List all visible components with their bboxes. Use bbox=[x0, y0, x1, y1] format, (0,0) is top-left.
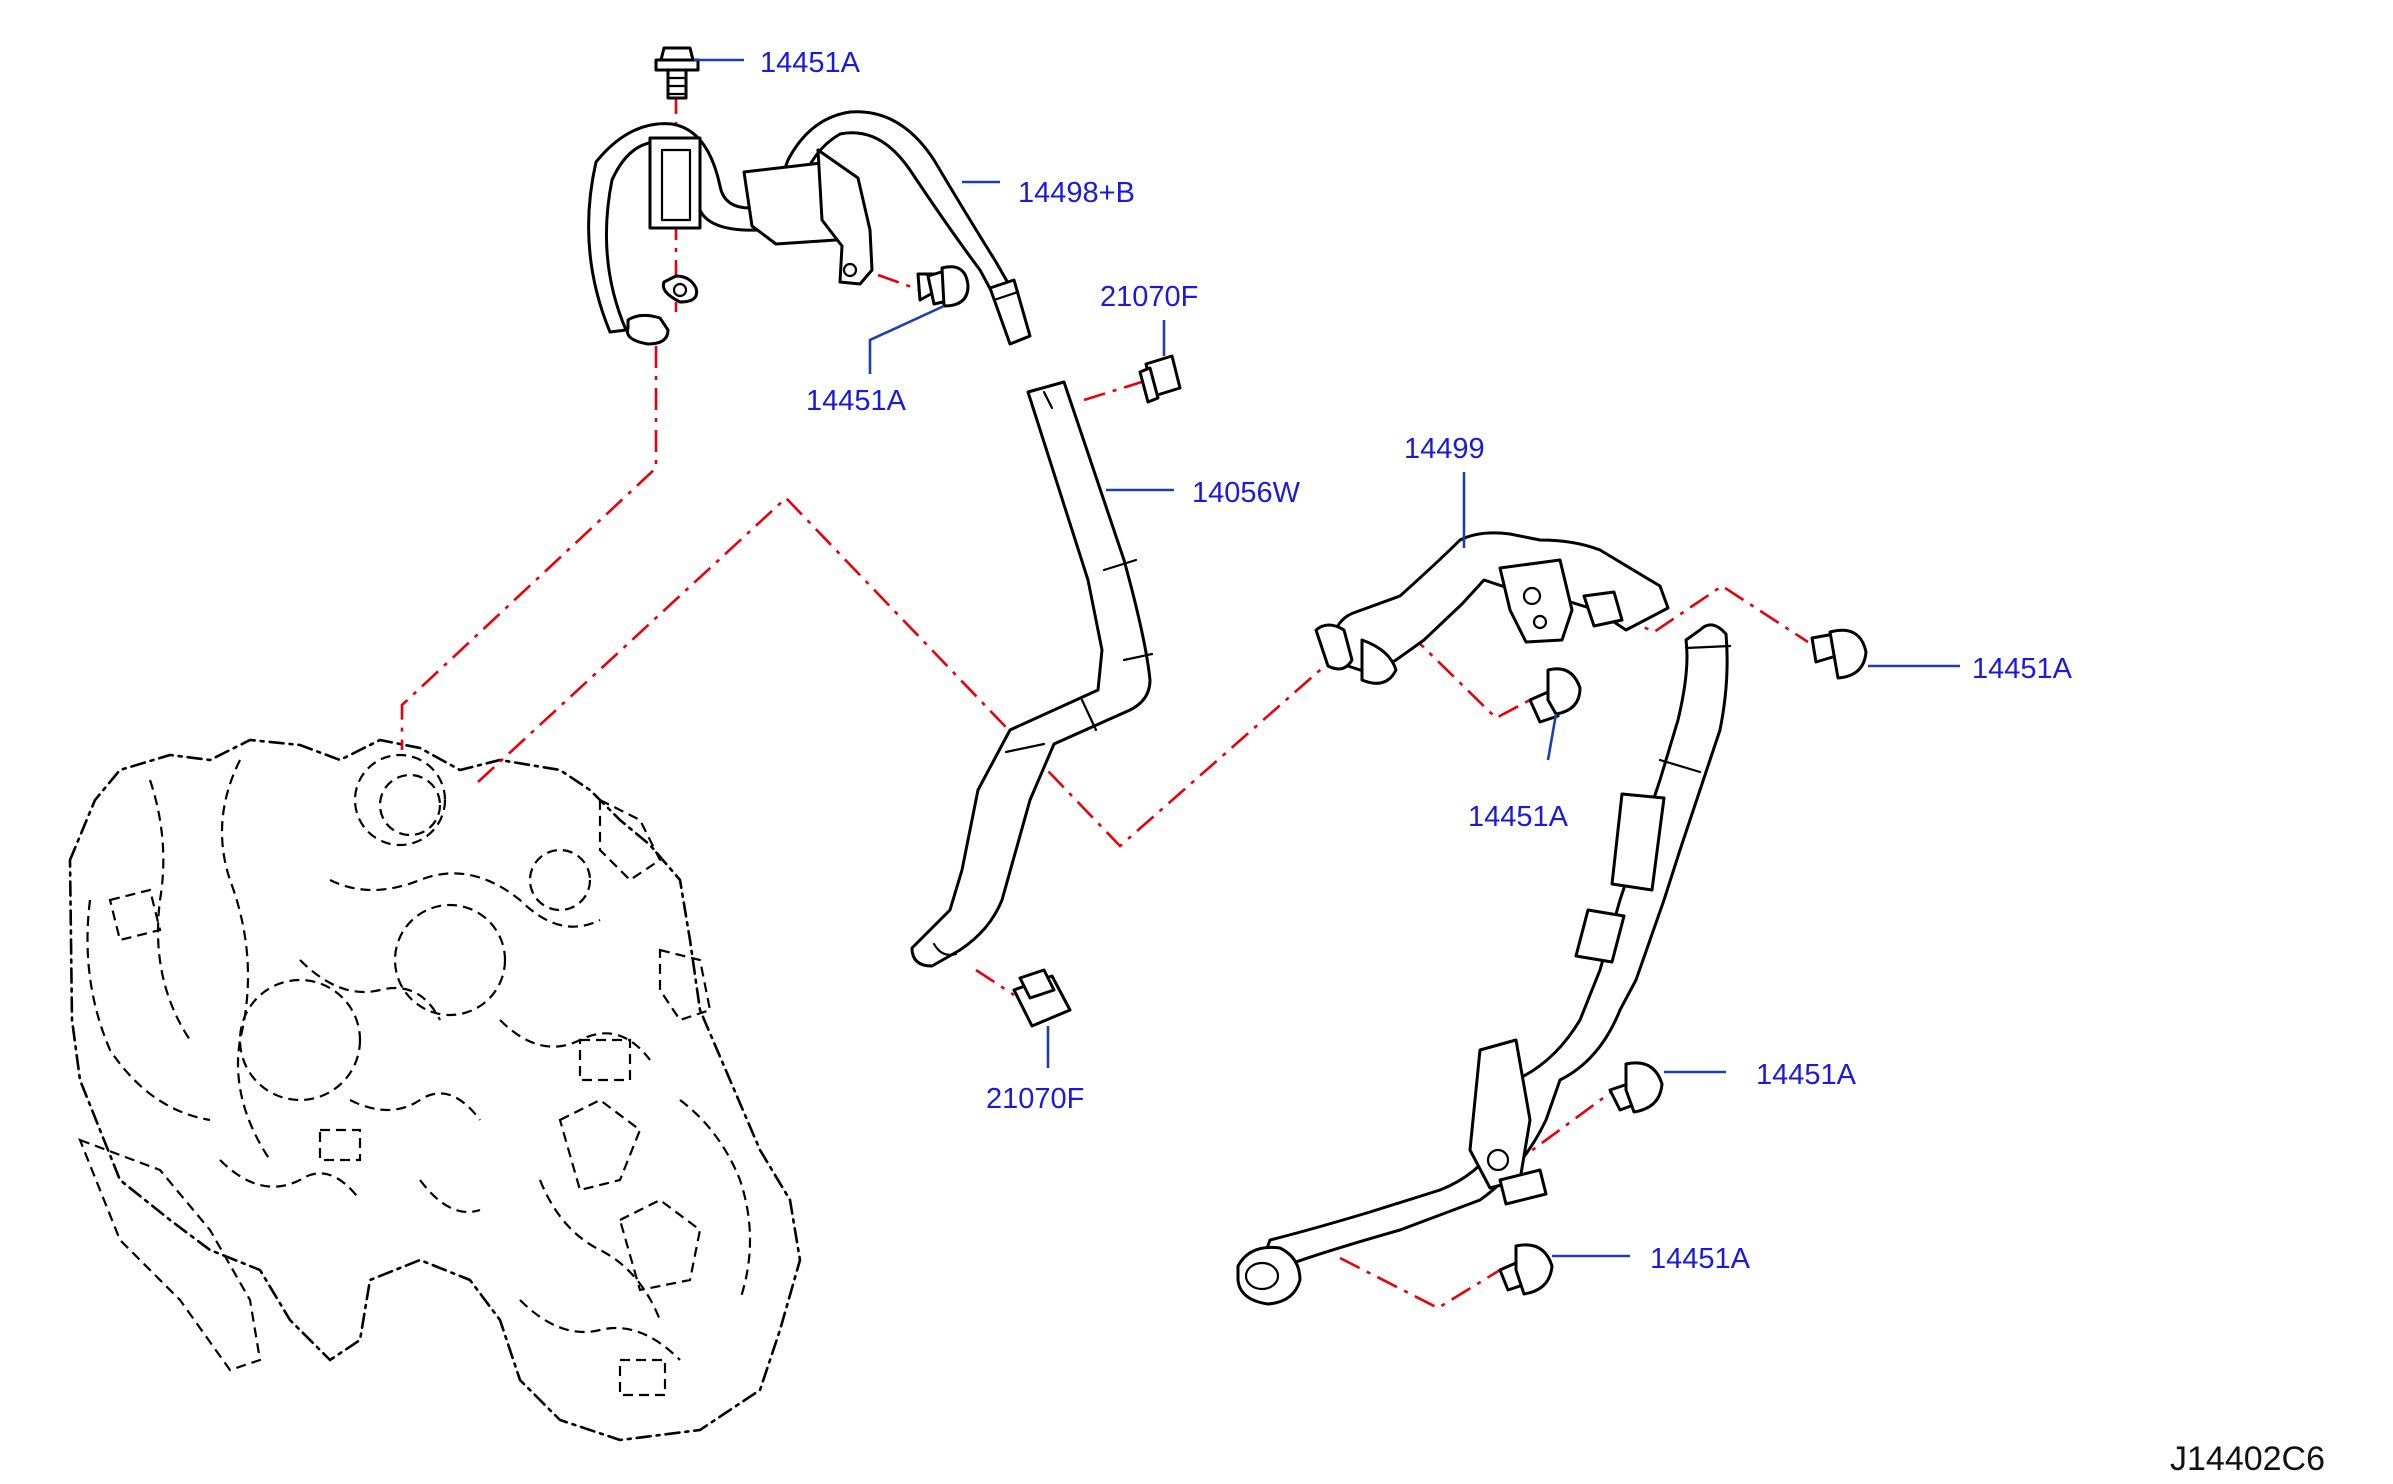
bolt-upper-bracket bbox=[916, 265, 970, 308]
bolt-bottom-right bbox=[1498, 1243, 1554, 1296]
label-clamp-lower: 21070F bbox=[986, 1083, 1084, 1115]
label-hose-14056w: 14056W bbox=[1192, 477, 1301, 509]
clamp-lower bbox=[1012, 968, 1072, 1028]
bolt-right-top bbox=[1810, 628, 1868, 680]
label-bolt-right-top: 14451A bbox=[1972, 653, 2073, 685]
label-heater-pipe-upper: 14498+B bbox=[1018, 177, 1135, 209]
hose-14056w bbox=[910, 380, 1154, 968]
label-bolt-bottom-right: 14451A bbox=[1650, 1243, 1751, 1275]
label-bolt-lower-right: 14451A bbox=[1756, 1059, 1857, 1091]
label-bolt-upper-bracket: 14451A bbox=[806, 385, 907, 417]
part-labels: 14451A 14498+B 14451A 21070F 14056W 2107… bbox=[760, 47, 2325, 1478]
leader-lines bbox=[694, 58, 1960, 1258]
bolt-right-mid bbox=[1528, 667, 1582, 724]
bolt-lower-right bbox=[1608, 1061, 1664, 1114]
heater-pipe-upper bbox=[587, 110, 1032, 346]
label-bolt-top: 14451A bbox=[760, 47, 861, 79]
heater-pipe-right bbox=[1236, 531, 1732, 1306]
diagram-reference-code: J14402C6 bbox=[2170, 1440, 2325, 1478]
engine-block-outline bbox=[68, 738, 802, 1442]
bolt-top bbox=[654, 46, 700, 100]
label-clamp-upper: 21070F bbox=[1100, 281, 1198, 313]
label-heater-pipe-right: 14499 bbox=[1404, 433, 1485, 465]
clamp-upper bbox=[1138, 354, 1182, 404]
label-bolt-right-mid: 14451A bbox=[1468, 801, 1569, 833]
